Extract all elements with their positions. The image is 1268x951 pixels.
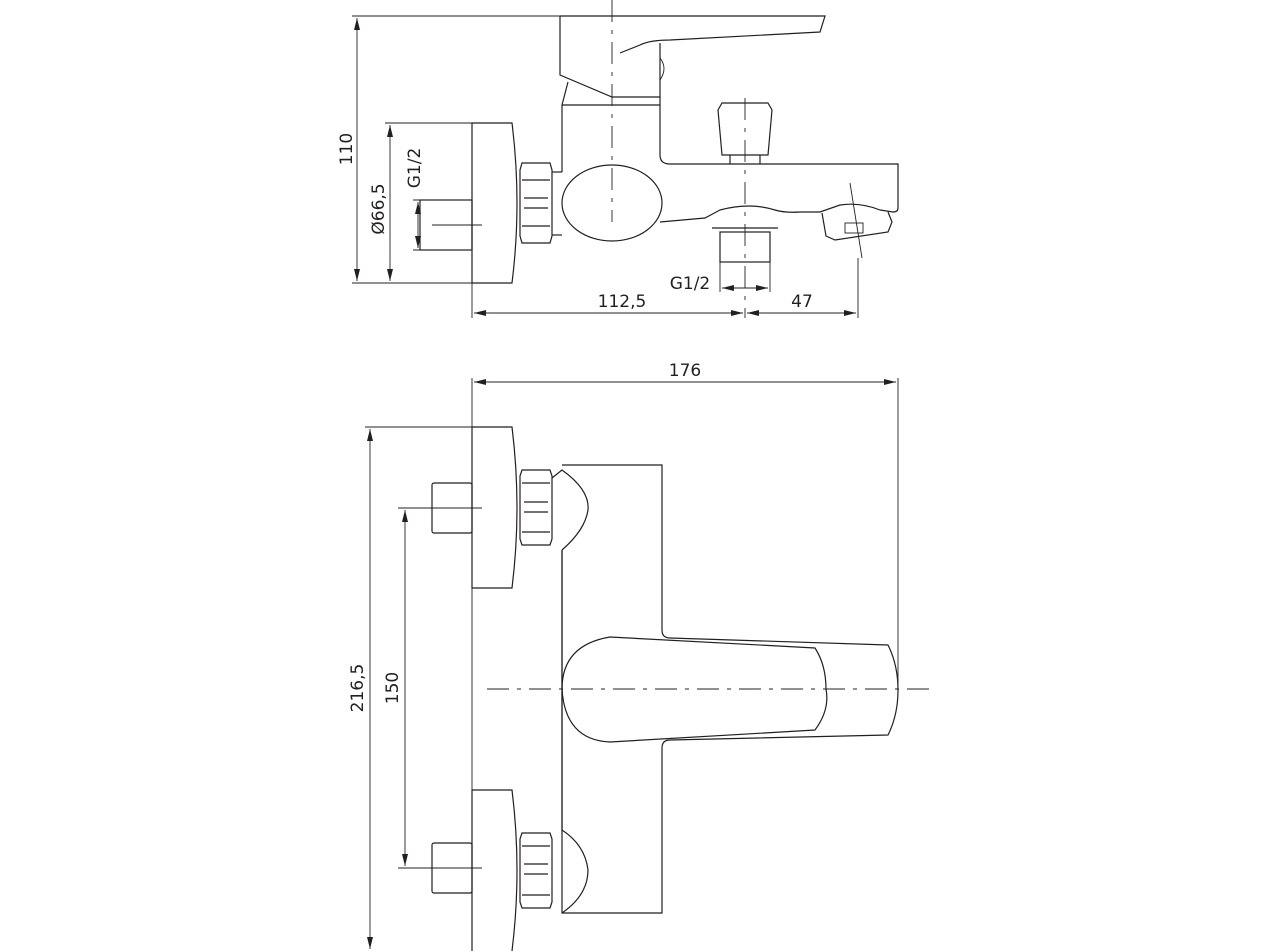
diverter-knob bbox=[717, 102, 773, 164]
dimension-label-flange-diameter: Ø66,5 bbox=[369, 183, 389, 234]
mixer-body-front bbox=[561, 464, 899, 914]
side-view: 110 Ø66,5 G1/2 bbox=[337, 0, 899, 318]
dimension-label-inlet-thread: G1/2 bbox=[405, 148, 425, 189]
lower-hex-nut bbox=[519, 832, 553, 909]
lever-handle bbox=[559, 15, 826, 98]
dimension-label-height: 110 bbox=[337, 133, 357, 165]
upper-wall-flange bbox=[471, 426, 518, 589]
hex-nut bbox=[519, 162, 553, 244]
upper-hex-nut bbox=[519, 469, 553, 546]
spout-aerator bbox=[821, 211, 893, 241]
lever-handle-front bbox=[561, 636, 828, 743]
dimension-label-spout-offset: 47 bbox=[791, 292, 813, 312]
dimension-label-total-height: 216,5 bbox=[348, 664, 368, 713]
front-view: 176 216,5 150 bbox=[348, 361, 933, 951]
dimension-label-width: 176 bbox=[669, 361, 701, 381]
cartridge-housing bbox=[561, 164, 663, 242]
wall-flange bbox=[471, 122, 518, 284]
mixer-body bbox=[562, 104, 899, 223]
dimension-label-outlet-thread: G1/2 bbox=[670, 274, 711, 294]
lower-wall-flange bbox=[472, 789, 518, 951]
dimension-label-projection: 112,5 bbox=[598, 292, 647, 312]
dimension-label-inlet-spacing: 150 bbox=[383, 672, 403, 704]
